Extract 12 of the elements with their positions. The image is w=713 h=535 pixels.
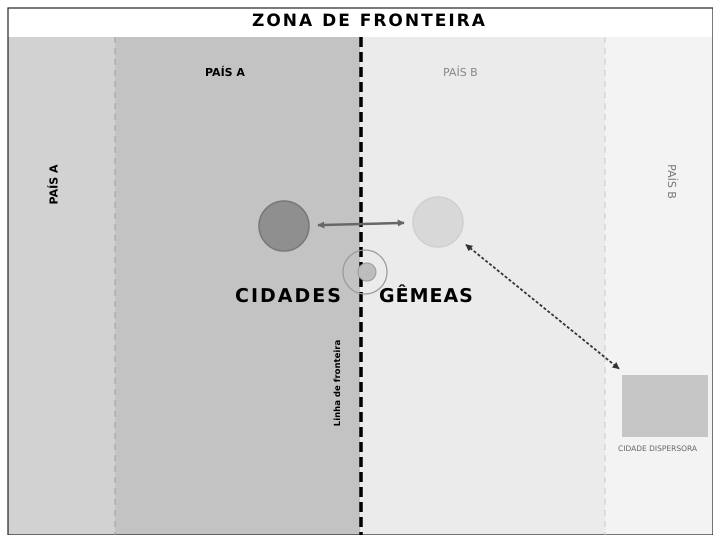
border-label: Linha de fronteira <box>333 340 344 426</box>
city-circle <box>258 200 310 252</box>
country-label: PAÍS A <box>205 66 245 79</box>
double-arrow <box>465 244 620 370</box>
region-label: CIDADES <box>235 285 343 307</box>
title: ZONA DE FRONTEIRA <box>252 11 487 31</box>
city-circle <box>412 196 464 248</box>
country-label: PAÍS B <box>664 164 678 199</box>
region-label: GÊMEAS <box>379 285 474 307</box>
double-arrow <box>317 220 405 228</box>
country-label: PAÍS A <box>47 164 60 204</box>
country-label: PAÍS B <box>443 66 478 79</box>
